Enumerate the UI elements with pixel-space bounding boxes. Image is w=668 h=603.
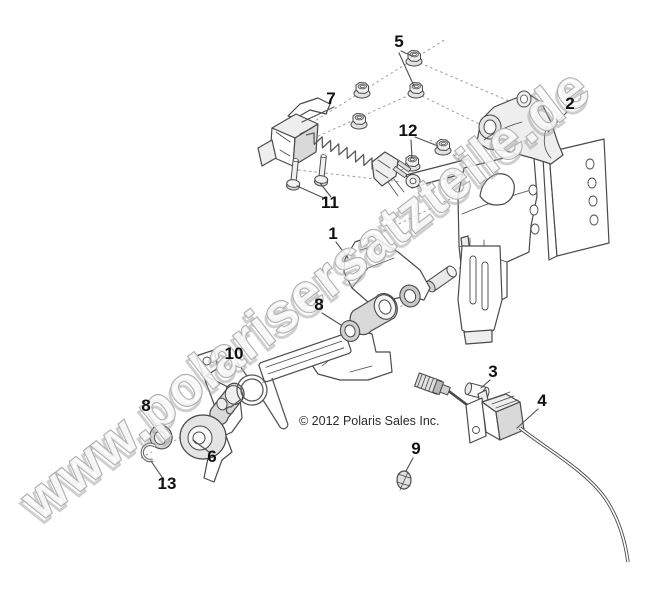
callout-11-label: 11 (321, 193, 339, 212)
callout-12-label: 12 (399, 121, 418, 140)
callout-10-label: 10 (225, 344, 244, 363)
callout-5-label: 5 (394, 32, 403, 51)
callout-2-label: 2 (565, 94, 574, 113)
callout-7-label: 7 (326, 89, 335, 108)
screws-part-11 (285, 153, 331, 192)
callout-13-label: 13 (158, 474, 177, 493)
pivot-bracket-group-parts-6-8-10-13 (140, 349, 289, 483)
pedal-assembly-part-1 (258, 235, 431, 383)
callout-9-label: 9 (411, 439, 420, 458)
frame-bracket-part-2 (405, 90, 610, 345)
copyright-text: © 2012 Polaris Sales Inc. (299, 414, 440, 428)
callout-3-label: 3 (488, 362, 497, 381)
callout-leader-lines (147, 50, 568, 481)
callout-4-label: 4 (537, 391, 547, 410)
callout-8-upper-label: 8 (314, 295, 323, 314)
callout-6-label: 6 (207, 447, 216, 466)
clip-part-9 (396, 470, 412, 491)
switch-spring-assembly-part-7 (257, 97, 412, 197)
callout-1-label: 1 (328, 224, 337, 243)
callout-8-lower-label: 8 (141, 396, 150, 415)
switch-cable-group-parts-3-4 (413, 372, 630, 563)
